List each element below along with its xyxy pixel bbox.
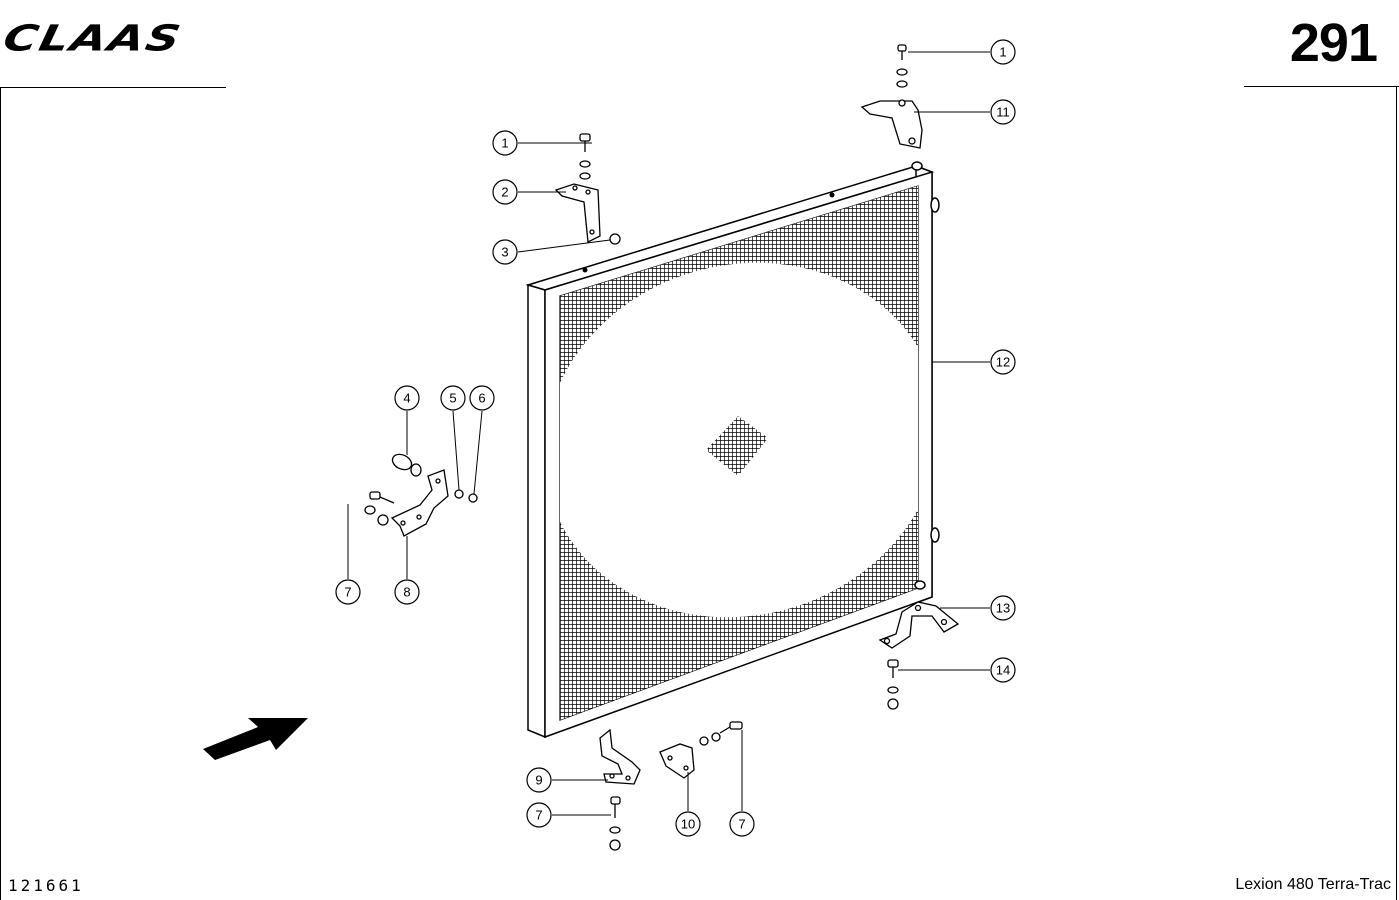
callout-2: 2 <box>492 179 518 205</box>
callout-1b: 1 <box>492 130 518 156</box>
callout-4: 4 <box>394 385 420 411</box>
header-rule-right <box>1244 86 1399 87</box>
callout-7a: 7 <box>335 579 361 605</box>
page-border-left <box>0 87 1 900</box>
direction-arrow-icon <box>203 718 308 760</box>
drawing-number: 121661 <box>8 876 84 895</box>
callout-11: 11 <box>990 99 1016 125</box>
svg-text:1: 1 <box>999 45 1006 60</box>
radiator-core-mesh <box>560 186 918 720</box>
bottom-right-hardware <box>878 601 960 710</box>
page-border-right <box>1396 86 1397 900</box>
leader-lines <box>347 51 990 816</box>
callout-14: 14 <box>990 657 1016 683</box>
svg-text:10: 10 <box>681 817 695 832</box>
svg-text:7: 7 <box>344 585 351 600</box>
left-bracket-hardware <box>364 453 478 537</box>
svg-text:6: 6 <box>478 391 485 406</box>
svg-text:9: 9 <box>535 773 542 788</box>
radiator <box>525 161 940 739</box>
callout-7b: 7 <box>526 802 552 828</box>
callout-10: 10 <box>675 811 701 837</box>
callout-13: 13 <box>990 595 1016 621</box>
callout-7c: 7 <box>729 811 755 837</box>
svg-text:12: 12 <box>996 355 1010 370</box>
svg-text:14: 14 <box>996 663 1010 678</box>
top-left-hardware <box>554 133 621 245</box>
callout-9: 9 <box>526 767 552 793</box>
callout-5: 5 <box>440 385 466 411</box>
svg-text:8: 8 <box>403 585 410 600</box>
svg-text:13: 13 <box>996 601 1010 616</box>
svg-text:7: 7 <box>738 817 745 832</box>
svg-text:2: 2 <box>501 185 508 200</box>
callout-8: 8 <box>394 579 420 605</box>
callout-1a: 1 <box>990 39 1016 65</box>
page-number: 291 <box>1289 13 1378 73</box>
svg-text:5: 5 <box>449 391 456 406</box>
callout-12: 12 <box>990 349 1016 375</box>
callouts: 1 11 1 2 3 12 4 5 6 7 8 13 14 9 7 10 7 <box>335 39 1016 837</box>
top-right-hardware <box>860 44 923 149</box>
header-rule-left <box>0 87 226 88</box>
svg-text:1: 1 <box>501 136 508 151</box>
svg-text:4: 4 <box>403 391 410 406</box>
svg-text:3: 3 <box>501 245 508 260</box>
callout-3: 3 <box>492 239 518 265</box>
model-name: Lexion 480 Terra-Trac <box>1235 876 1391 893</box>
callout-6: 6 <box>469 385 495 411</box>
bottom-hardware <box>599 721 743 851</box>
svg-text:11: 11 <box>996 105 1010 120</box>
svg-text:7: 7 <box>535 808 542 823</box>
